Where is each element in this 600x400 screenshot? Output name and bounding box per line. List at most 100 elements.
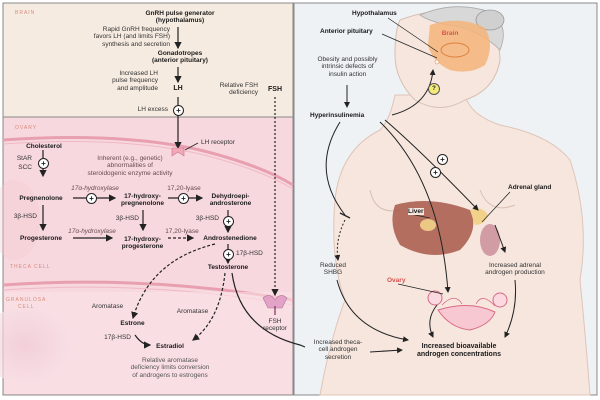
progesterone-label: Progesterone bbox=[20, 235, 62, 242]
arrow-ovary-to-bioavailable bbox=[428, 304, 438, 338]
plus-lh-excess-icon: + bbox=[173, 105, 184, 116]
increased-bioavailable-androgen-label: Increased bioavailable androgen concentr… bbox=[404, 343, 514, 359]
relative-aromatase-deficiency-label: Relative aromatase deficiency limits con… bbox=[115, 357, 225, 379]
lh-receptor-label: LH receptor bbox=[201, 139, 235, 146]
fsh-receptor-shape bbox=[262, 295, 288, 309]
question-mark-badge: ? bbox=[428, 83, 440, 95]
section-label-theca-cell: THECA CELL bbox=[10, 264, 51, 270]
hydroxy-preg-line-1: 17-hydroxy- bbox=[124, 193, 161, 200]
ovary-right-shape bbox=[492, 292, 508, 308]
fsh-receptor-label: FSH receptor bbox=[258, 318, 292, 333]
inc-theca-line-1: Increased theca- bbox=[313, 339, 363, 346]
fsh-receptor-line-1: FSH bbox=[268, 318, 282, 325]
dhea-label: Dehydroepi- androsterone bbox=[203, 193, 258, 208]
inc-lh-line-1: Increased LH bbox=[119, 70, 158, 77]
inc-lh-line-2: pulse frequency bbox=[112, 77, 158, 85]
gnrh-pulse-generator-label: GnRH pulse generator (hypothalamus) bbox=[135, 10, 225, 25]
ovary-label: Ovary bbox=[387, 277, 406, 284]
granulosa-label-line-1: GRANULOSA bbox=[6, 297, 47, 303]
lh-excess-label: LH excess bbox=[137, 106, 168, 113]
arrow-liver-to-reduced-shbg bbox=[334, 219, 346, 261]
obesity-line-1: Obesity and possibly bbox=[317, 56, 378, 63]
dhea-line-2: androsterone bbox=[209, 200, 252, 208]
pregnenolone-label: Pregnenolone bbox=[19, 195, 63, 202]
hyperinsulinemia-label: Hyperinsulinemia bbox=[310, 112, 365, 119]
plus-hyperinsulinemia-ovary-icon: + bbox=[430, 167, 441, 178]
uterus-shape bbox=[437, 305, 496, 331]
hydroxy-prog-line-1: 17-hydroxy- bbox=[124, 236, 161, 243]
rapid-line-1: Rapid GnRH frequency bbox=[102, 26, 170, 33]
reduced-shbg-label: Reduced SHBG bbox=[310, 262, 356, 277]
plus-star-scc-icon: + bbox=[38, 158, 49, 169]
17b-hsd-label-1: 17β-HSD bbox=[236, 250, 263, 257]
17-hydroxyprogesterone-label: 17-hydroxy- progesterone bbox=[115, 236, 170, 251]
gnrh-line-1: GnRH pulse generator bbox=[145, 10, 215, 17]
relative-arom-line-1: Relative aromatase bbox=[142, 357, 198, 364]
inc-theca-line-2: cell androgen bbox=[318, 346, 358, 354]
aromatase-label-1: Aromatase bbox=[91, 303, 124, 310]
star-label: StAR bbox=[16, 155, 32, 162]
plus-17b-hsd-icon: + bbox=[223, 249, 234, 260]
gnrh-line-2: (hypothalamus) bbox=[155, 17, 205, 25]
granulosa-cell-shape bbox=[0, 307, 70, 383]
inhibit-hyperinsulinemia-to-liver bbox=[325, 121, 346, 216]
granulosa-label-line-2: CELL bbox=[17, 303, 35, 310]
fsh-receptor-line-2: receptor bbox=[263, 325, 287, 333]
testosterone-label: Testosterone bbox=[207, 264, 249, 271]
rapid-line-2: favors LH (and limits FSH) bbox=[93, 33, 170, 41]
androstenedione-label: Androstenedione bbox=[203, 235, 257, 242]
lh-receptor-shape bbox=[171, 147, 185, 157]
arrow-testo-to-body bbox=[231, 272, 306, 348]
arrow-testo-to-estradiol bbox=[192, 272, 226, 341]
17-20-lyase-label-1: 17,20-lyase bbox=[167, 185, 201, 192]
cholesterol-label: Cholesterol bbox=[26, 143, 62, 150]
increased-theca-label: Increased theca- cell androgen secretion bbox=[305, 339, 371, 361]
increased-lh-label: Increased LH pulse frequency and amplitu… bbox=[90, 70, 158, 92]
3b-hsd-label-2: 3β-HSD bbox=[115, 215, 139, 222]
rapid-line-3: synthesis and secretion bbox=[102, 40, 170, 48]
anterior-pituitary-label: Anterior pituitary bbox=[320, 28, 373, 35]
fsh-def-line-1: Relative FSH bbox=[219, 82, 258, 89]
inc-bio-line-1: Increased bioavailable bbox=[421, 343, 497, 350]
rapid-gnrh-label: Rapid GnRH frequency favors LH (and limi… bbox=[55, 26, 170, 48]
brain-shape bbox=[428, 20, 490, 72]
obesity-line-3: insulin action bbox=[328, 70, 367, 78]
plus-3b-hsd-dhea-icon: + bbox=[223, 216, 234, 227]
fsh-hormone-label: FSH bbox=[268, 86, 282, 93]
3b-hsd-label-3: 3β-HSD bbox=[195, 215, 219, 222]
increased-adrenal-label: Increased adrenal androgen production bbox=[470, 262, 560, 277]
gonado-line-2: (anterior pituitary) bbox=[152, 57, 208, 65]
inherent-line-3: steroidogenic enzyme activity bbox=[87, 169, 173, 177]
section-label-brain: BRAIN bbox=[15, 10, 36, 16]
section-label-granulosa-cell: GRANULOSA CELL bbox=[6, 297, 46, 310]
reduced-shbg-line-2: SHBG bbox=[323, 269, 343, 277]
dhea-line-1: Dehydroepi- bbox=[211, 193, 250, 200]
estrone-label: Estrone bbox=[120, 320, 145, 327]
arrow-shbg-to-bioavailable bbox=[336, 279, 409, 343]
estradiol-label: Estradiol bbox=[156, 343, 184, 350]
relative-arom-line-3: of androgens to estrogens bbox=[132, 371, 208, 379]
brain-panel-bg bbox=[2, 2, 294, 118]
plus-17-20-lyase-icon: + bbox=[178, 193, 189, 204]
arrow-adrenal-to-bioavailable bbox=[504, 279, 516, 338]
inc-adrenal-line-2: androgen production bbox=[485, 269, 545, 277]
arrow-theca-to-bioavailable bbox=[369, 347, 403, 354]
arrow-estrone-to-estradiol bbox=[134, 334, 152, 349]
plus-hyperinsulinemia-adrenal-icon: + bbox=[437, 154, 448, 165]
reduced-shbg-line-1: Reduced bbox=[319, 262, 347, 269]
obesity-line-2: intrinsic defects of bbox=[321, 63, 374, 71]
inc-lh-line-3: and amplitude bbox=[117, 84, 158, 92]
kidney-shape bbox=[480, 224, 500, 256]
arrow-adrenal-to-increased-adrenal bbox=[494, 224, 507, 253]
inc-bio-line-2: androgen concentrations bbox=[416, 351, 501, 359]
scc-label: SCC bbox=[18, 164, 32, 171]
17-hydroxypregnenolone-label: 17-hydroxy- pregnenolone bbox=[115, 193, 170, 208]
gonado-line-1: Gonadotropes bbox=[157, 50, 203, 57]
brain-label: Brain bbox=[441, 30, 459, 37]
hypothalamus-label: Hypothalamus bbox=[352, 10, 397, 17]
aromatase-label-2: Aromatase bbox=[176, 308, 209, 315]
hydroxy-prog-line-2: progesterone bbox=[121, 243, 164, 251]
arrow-hyperinsulinemia-to-ovary bbox=[379, 121, 451, 293]
